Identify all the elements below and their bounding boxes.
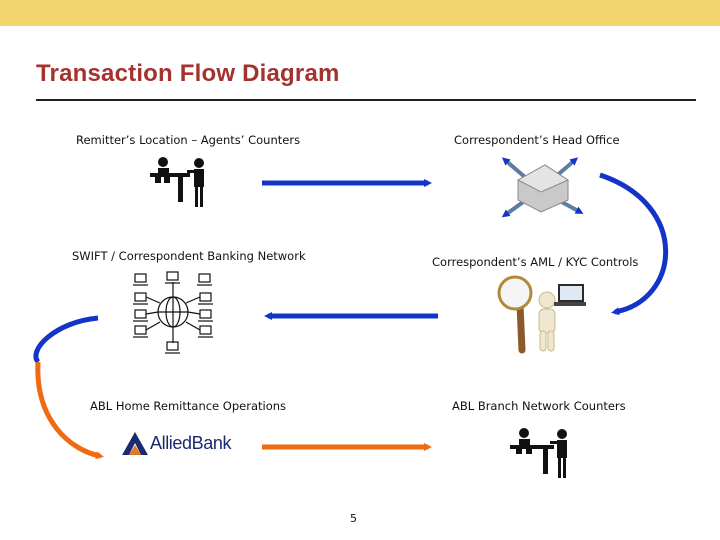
label-remitter-location: Remitter’s Location – Agents’ Counters: [76, 133, 301, 147]
magnifier-person-icon: [497, 275, 586, 354]
arrow-swift-to-abl-ops-orange: [35, 361, 104, 460]
allied-bank-logo: AlliedBank: [120, 430, 240, 458]
agents-counter-icon: [150, 157, 204, 207]
label-swift-network: SWIFT / Correspondent Banking Network: [72, 249, 306, 263]
allied-bank-logo-text: AlliedBank: [150, 433, 232, 453]
head-office-network-icon: [501, 157, 584, 218]
label-head-office: Correspondent’s Head Office: [454, 133, 620, 147]
network-hub-icon: [133, 271, 213, 354]
title-divider: [36, 99, 696, 101]
arrow-swift-to-abl-ops-blue: [33, 315, 99, 364]
branch-counter-icon: [510, 428, 567, 478]
top-decorative-band: [0, 0, 720, 26]
label-abl-home-ops: ABL Home Remittance Operations: [90, 399, 287, 413]
page-title: Transaction Flow Diagram: [36, 60, 340, 87]
page-number: 5: [350, 512, 357, 525]
label-aml-kyc: Correspondent’s AML / KYC Controls: [432, 255, 639, 269]
arrow-head-office-to-aml: [599, 172, 669, 316]
label-abl-branch: ABL Branch Network Counters: [452, 399, 626, 413]
allied-bank-logo-mark: [122, 432, 148, 455]
